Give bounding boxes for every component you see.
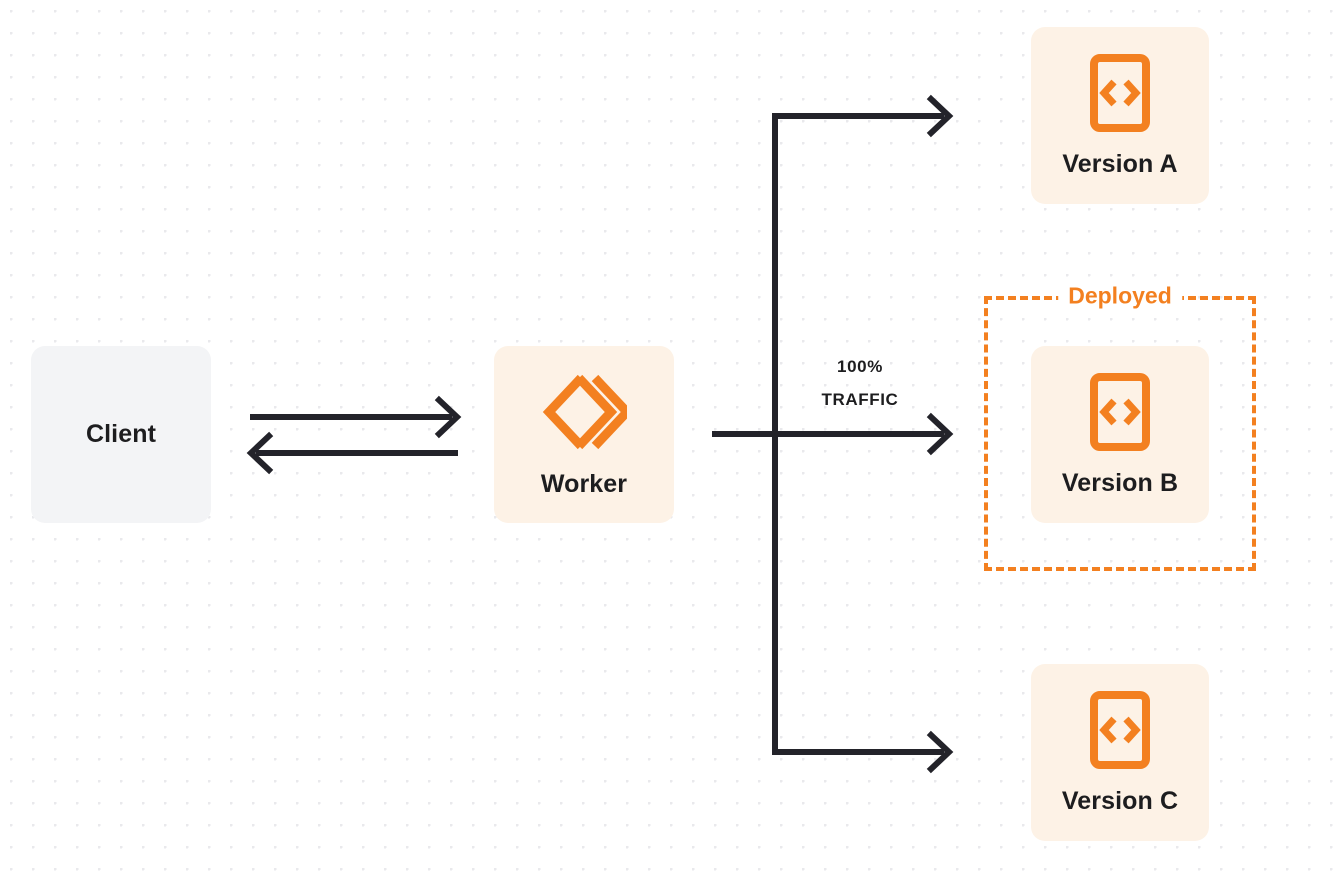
arrow-worker-to-version-a: [772, 94, 954, 138]
node-worker[interactable]: Worker: [494, 346, 674, 523]
node-version-c-label: Version C: [1061, 787, 1179, 815]
node-version-a-label: Version A: [1062, 150, 1178, 178]
node-version-b-label: Version B: [1061, 469, 1179, 497]
deployed-group-label: Deployed: [1058, 284, 1182, 308]
node-client[interactable]: Client: [31, 346, 211, 523]
code-file-icon: [1089, 691, 1151, 769]
cloudflare-workers-logo-icon: [541, 372, 634, 452]
code-file-icon: [1089, 54, 1151, 132]
traffic-label: 100% TRAFFIC: [790, 350, 930, 416]
deployed-group: Deployed: [984, 284, 1256, 571]
code-file-icon: [1089, 373, 1151, 451]
node-client-label: Client: [85, 420, 157, 448]
node-version-a[interactable]: Version A: [1031, 27, 1209, 204]
arrow-worker-to-version-b: [712, 412, 954, 456]
node-version-c[interactable]: Version C: [1031, 664, 1209, 841]
arrow-worker-to-version-c: [772, 730, 954, 774]
arrow-client-to-worker: [250, 395, 462, 439]
arrow-worker-to-client: [246, 431, 458, 475]
node-version-b[interactable]: Version B: [1031, 346, 1209, 523]
traffic-caption: TRAFFIC: [821, 390, 899, 410]
node-worker-label: Worker: [540, 470, 628, 498]
traffic-percent: 100%: [837, 357, 883, 376]
